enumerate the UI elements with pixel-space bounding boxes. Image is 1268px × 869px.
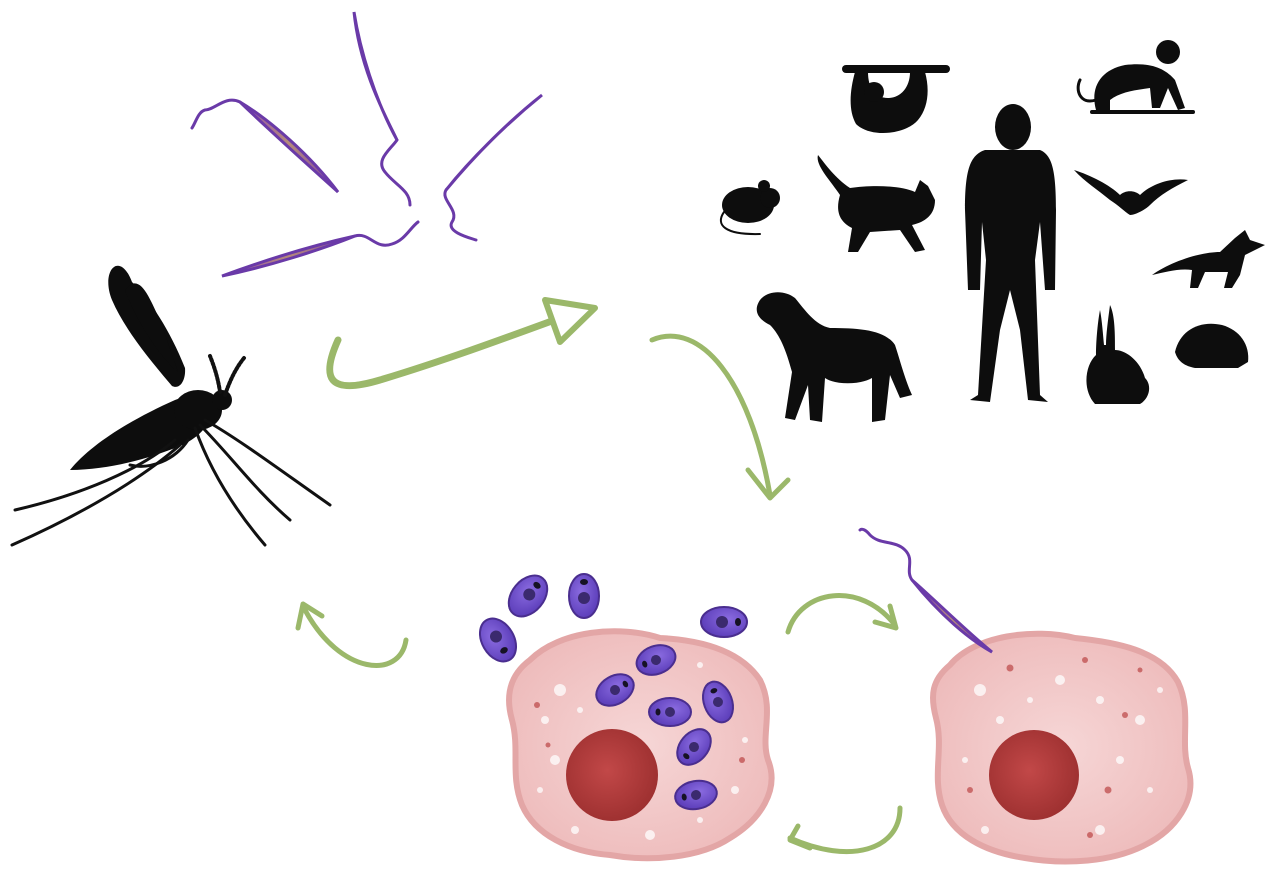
sandfly-icon	[12, 266, 330, 545]
promastigote-icon	[860, 529, 992, 652]
human-icon	[965, 104, 1056, 402]
promastigote-icon	[222, 222, 418, 276]
macrophage-nucleus	[989, 730, 1079, 820]
promastigotes-group	[192, 12, 542, 276]
host-silhouettes	[721, 40, 1265, 422]
rat-icon	[721, 180, 780, 234]
amastigote-icon	[701, 607, 747, 637]
promastigote-icon	[192, 100, 338, 192]
amastigote-icon	[473, 612, 524, 668]
infected-macrophage-icon	[509, 631, 772, 858]
macrophage-nucleus	[566, 729, 658, 821]
arrow-to-macrophage	[788, 596, 896, 632]
monkey-icon	[1078, 40, 1195, 114]
amastigote-icon	[501, 568, 555, 624]
sloth-icon	[842, 65, 950, 133]
amastigote-icon	[569, 574, 599, 618]
arrow-replication-to-vector	[298, 604, 406, 665]
macrophage-icon	[933, 634, 1190, 862]
bat-icon	[1074, 170, 1188, 215]
arrow-vector-to-hosts	[330, 300, 595, 386]
dog-icon	[757, 292, 912, 422]
promastigote-icon	[354, 12, 410, 205]
arrow-macrophage-to-replication	[790, 808, 900, 852]
arrow-hosts-to-macrophage	[652, 336, 788, 498]
fox-icon	[1152, 230, 1265, 288]
hedgehog-icon	[1175, 324, 1248, 368]
cat-icon	[818, 155, 935, 252]
rabbit-icon	[1086, 305, 1149, 404]
promastigote-icon	[445, 95, 542, 240]
